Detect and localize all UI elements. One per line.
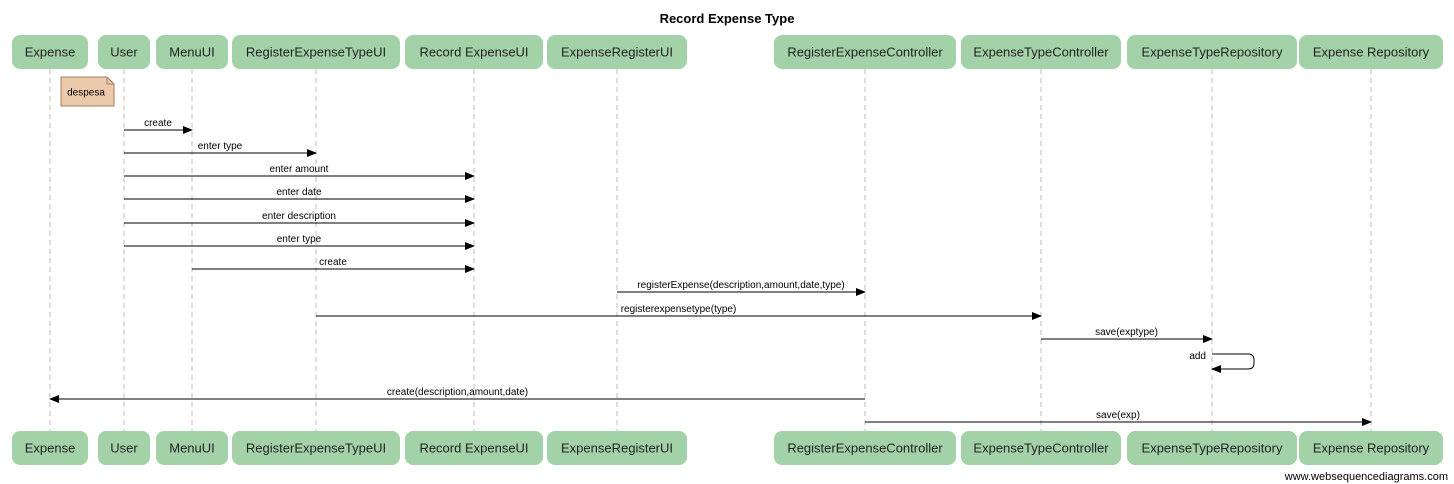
participant-expense-bottom: Expense	[12, 431, 88, 465]
participant-expenseregisterui-top: ExpenseRegisterUI	[547, 35, 687, 69]
participant-box	[774, 431, 956, 465]
message-label: enter type	[277, 234, 322, 245]
message-5: enter description	[124, 211, 475, 227]
participants-top: Expense User MenuUI RegisterExpenseTypeUI Re…	[12, 35, 1443, 69]
participant-box	[1299, 35, 1443, 69]
participant-box	[1127, 431, 1297, 465]
note-label: despesa	[67, 88, 105, 99]
participant-label: ExpenseTypeController	[973, 441, 1109, 456]
participant-label: ExpenseRegisterUI	[561, 441, 673, 456]
participant-box	[1299, 431, 1443, 465]
participant-label: RegisterExpenseController	[787, 441, 943, 456]
participants-bottom: Expense User MenuUI RegisterExpenseTypeUI Re…	[12, 431, 1443, 465]
message-label: add	[1189, 351, 1206, 362]
participant-box	[156, 431, 228, 465]
participant-label: RegisterExpenseController	[787, 45, 943, 60]
participant-label: ExpenseTypeRepository	[1142, 45, 1283, 60]
participant-label: Record ExpenseUI	[419, 45, 528, 60]
participant-label: Expense	[25, 441, 76, 456]
participant-expensetypecontroller-top: ExpenseTypeController	[961, 35, 1121, 69]
diagram-title: Record Expense Type	[660, 11, 795, 26]
message-label: create	[319, 257, 347, 268]
participant-box	[961, 431, 1121, 465]
note-expense: despesa	[60, 76, 115, 107]
participant-recordexpenseui-top: Record ExpenseUI	[405, 35, 543, 69]
participant-registerexpensecontroller-top: RegisterExpenseController	[774, 35, 956, 69]
participant-expenseregisterui-bottom: ExpenseRegisterUI	[547, 431, 687, 465]
participant-label: RegisterExpenseTypeUI	[246, 441, 386, 456]
participant-box	[98, 431, 150, 465]
message-label: enter description	[262, 211, 336, 222]
message-label: enter amount	[270, 164, 329, 175]
participant-label: Record ExpenseUI	[419, 441, 528, 456]
message-label: create	[144, 118, 172, 129]
messages-layer: create enter type enter amount enter date en…	[49, 118, 1372, 426]
participant-registerexpensetypeui-top: RegisterExpenseTypeUI	[232, 35, 400, 69]
participant-label: User	[110, 441, 138, 456]
participant-expensetypecontroller-bottom: ExpenseTypeController	[961, 431, 1121, 465]
participant-menuui-top: MenuUI	[156, 35, 228, 69]
participant-label: ExpenseTypeController	[973, 45, 1109, 60]
message-8: registerExpense(description,amount,date,…	[617, 280, 866, 296]
participant-label: RegisterExpenseTypeUI	[246, 45, 386, 60]
lifelines-layer	[49, 69, 1372, 431]
participant-box	[232, 35, 400, 69]
participant-label: Expense	[25, 45, 76, 60]
message-label: enter date	[276, 187, 321, 198]
message-2: enter type	[124, 141, 317, 157]
message-1: create	[124, 118, 193, 134]
participant-registerexpensecontroller-bottom: RegisterExpenseController	[774, 431, 956, 465]
message-13: save(exp)	[865, 410, 1372, 426]
message-label: registerexpensetype(type)	[621, 304, 737, 315]
participant-menuui-bottom: MenuUI	[156, 431, 228, 465]
message-label: create(description,amount,date)	[387, 387, 528, 398]
participant-label: ExpenseTypeRepository	[1142, 441, 1283, 456]
participant-expensetyperepository-bottom: ExpenseTypeRepository	[1127, 431, 1297, 465]
note-box	[60, 76, 115, 107]
participant-box	[405, 431, 543, 465]
message-label: save(exptype)	[1095, 327, 1158, 338]
participant-expense-top: Expense	[12, 35, 88, 69]
participant-box	[547, 35, 687, 69]
participant-box	[232, 431, 400, 465]
participant-box	[774, 35, 956, 69]
participant-user-bottom: User	[98, 431, 150, 465]
participant-label: Expense Repository	[1313, 45, 1430, 60]
message-12: create(description,amount,date)	[49, 387, 865, 403]
participant-label: ExpenseRegisterUI	[561, 45, 673, 60]
participant-expensetyperepository-top: ExpenseTypeRepository	[1127, 35, 1297, 69]
participant-label: MenuUI	[169, 441, 215, 456]
note-layer: despesa	[60, 76, 115, 107]
participant-label: MenuUI	[169, 45, 215, 60]
message-label: enter type	[198, 141, 243, 152]
message-7: create	[192, 257, 475, 273]
participant-label: User	[110, 45, 138, 60]
message-3: enter amount	[124, 164, 475, 180]
participant-label: Expense Repository	[1313, 441, 1430, 456]
message-label: registerExpense(description,amount,date,…	[637, 280, 844, 291]
message-6: enter type	[124, 234, 475, 250]
message-10: save(exptype)	[1041, 327, 1213, 343]
participant-box	[156, 35, 228, 69]
participant-box	[98, 35, 150, 69]
message-9: registerexpensetype(type)	[316, 304, 1042, 320]
watermark-text: www.websequencediagrams.com	[1284, 471, 1448, 483]
participant-recordexpenseui-bottom: Record ExpenseUI	[405, 431, 543, 465]
participant-expenserepository-top: Expense Repository	[1299, 35, 1443, 69]
message-11: add	[1189, 351, 1255, 373]
participant-box	[961, 35, 1121, 69]
participant-registerexpensetypeui-bottom: RegisterExpenseTypeUI	[232, 431, 400, 465]
participant-user-top: User	[98, 35, 150, 69]
message-4: enter date	[124, 187, 475, 203]
message-arrow	[1211, 353, 1255, 373]
participant-box	[12, 431, 88, 465]
note-fold	[106, 77, 114, 85]
participant-box	[12, 35, 88, 69]
participant-box	[405, 35, 543, 69]
participant-expenserepository-bottom: Expense Repository	[1299, 431, 1443, 465]
message-label: save(exp)	[1096, 410, 1140, 421]
participant-box	[547, 431, 687, 465]
participant-box	[1127, 35, 1297, 69]
